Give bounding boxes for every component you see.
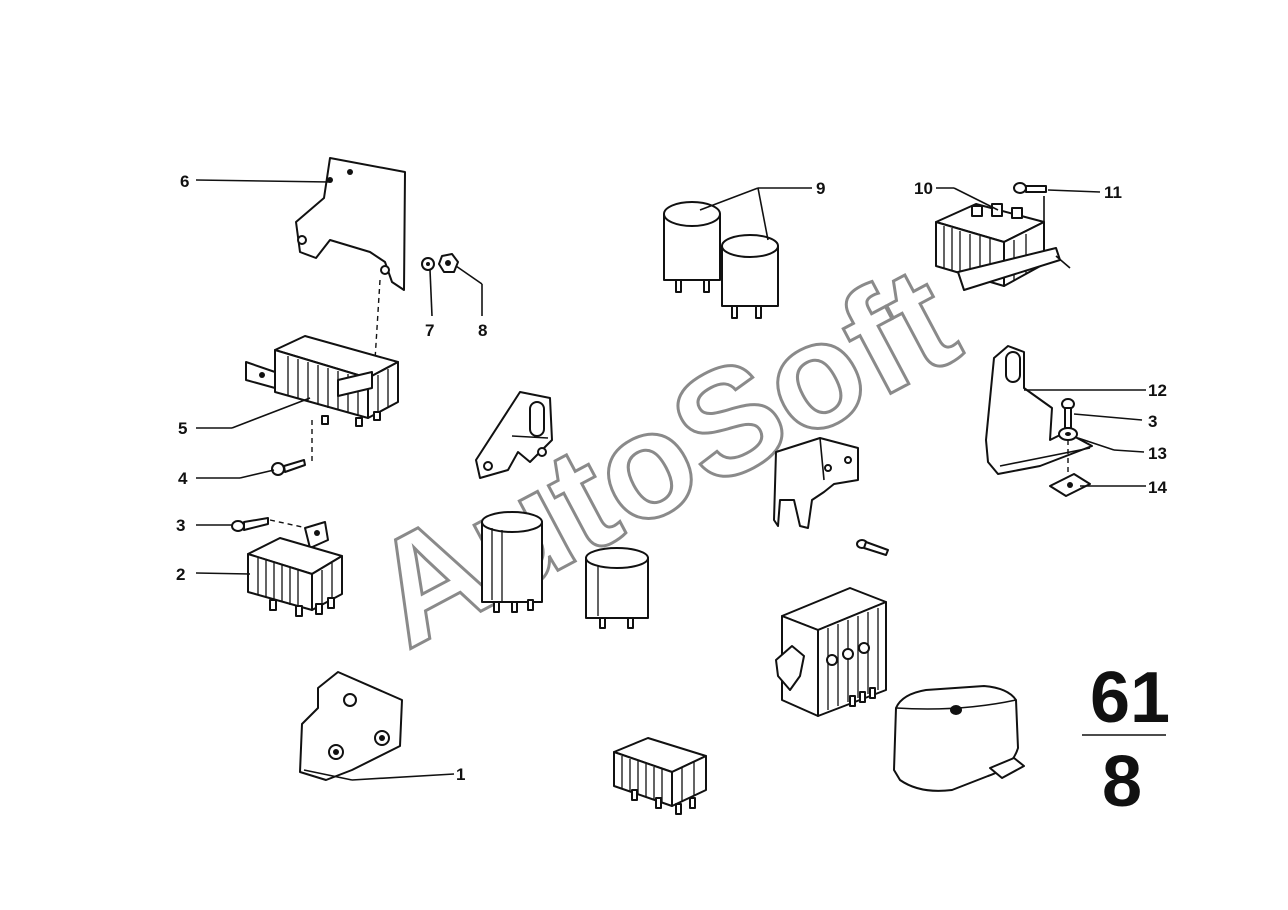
callout-5: 5 xyxy=(178,419,187,438)
callout-7: 7 xyxy=(425,321,434,340)
section-marker: 61 8 xyxy=(1090,658,1170,822)
callout-1: 1 xyxy=(456,765,465,784)
voltage-regulator xyxy=(775,587,887,717)
callout-numbers: 6 7 8 5 4 3 2 1 9 10 11 12 3 13 14 xyxy=(176,172,1167,784)
part-13-washer xyxy=(1058,427,1078,441)
part-7-washer xyxy=(421,257,435,271)
rounded-housing xyxy=(893,685,1025,792)
center-bracket xyxy=(475,391,553,479)
small-screw xyxy=(856,539,889,556)
cylinder-relay-center-right xyxy=(585,547,649,629)
callout-11: 11 xyxy=(1104,183,1122,202)
middle-right-bracket xyxy=(773,437,859,529)
cylinder-relay-center-left xyxy=(481,511,543,613)
part-14-nut-plate xyxy=(1049,440,1091,497)
section-group: 61 xyxy=(1090,658,1170,738)
bottom-relay xyxy=(613,737,707,815)
part-1-bracket xyxy=(299,671,403,781)
callout-10: 10 xyxy=(914,179,933,198)
part-3-screw-left xyxy=(231,517,317,532)
part-8-nut xyxy=(438,253,459,273)
part-3-screw-right xyxy=(1061,398,1075,429)
callout-9: 9 xyxy=(816,179,825,198)
callout-2: 2 xyxy=(176,565,185,584)
part-12-bracket xyxy=(985,345,1093,475)
callout-6: 6 xyxy=(180,172,189,191)
leader-lines xyxy=(195,179,1166,781)
part-5-relay xyxy=(245,335,399,462)
callout-4: 4 xyxy=(178,469,188,488)
callout-12: 12 xyxy=(1148,381,1167,400)
part-6-bracket xyxy=(295,157,406,361)
callout-8: 8 xyxy=(478,321,487,340)
part-10-relay xyxy=(935,196,1071,291)
callout-3-right: 3 xyxy=(1148,412,1157,431)
part-9-cylinder-relays xyxy=(663,201,779,319)
callout-13: 13 xyxy=(1148,444,1167,463)
part-11-screw xyxy=(1013,182,1047,194)
section-sub: 8 xyxy=(1102,742,1142,822)
callout-14: 14 xyxy=(1148,478,1167,497)
callout-3-left: 3 xyxy=(176,516,185,535)
part-4-screw xyxy=(271,459,306,476)
part-2-relay xyxy=(247,521,343,617)
